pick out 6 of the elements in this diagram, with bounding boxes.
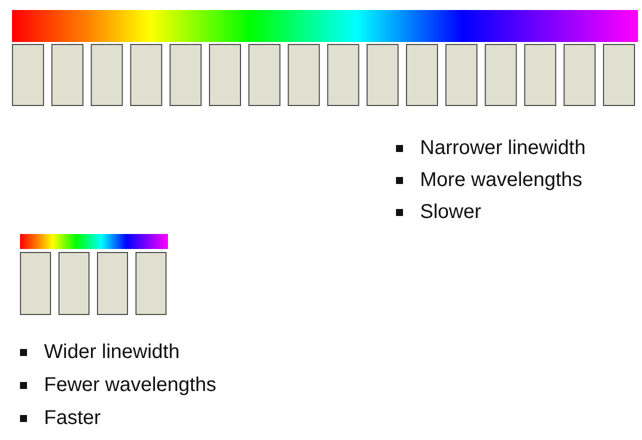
bullet-item: Slower bbox=[394, 200, 482, 224]
bullet-item: Faster bbox=[18, 406, 101, 430]
bullet-item: More wavelengths bbox=[394, 168, 582, 192]
bullet-item: Fewer wavelengths bbox=[18, 373, 216, 397]
bullet-item: Narrower linewidth bbox=[394, 136, 586, 160]
bullet-item: Wider linewidth bbox=[18, 340, 180, 364]
